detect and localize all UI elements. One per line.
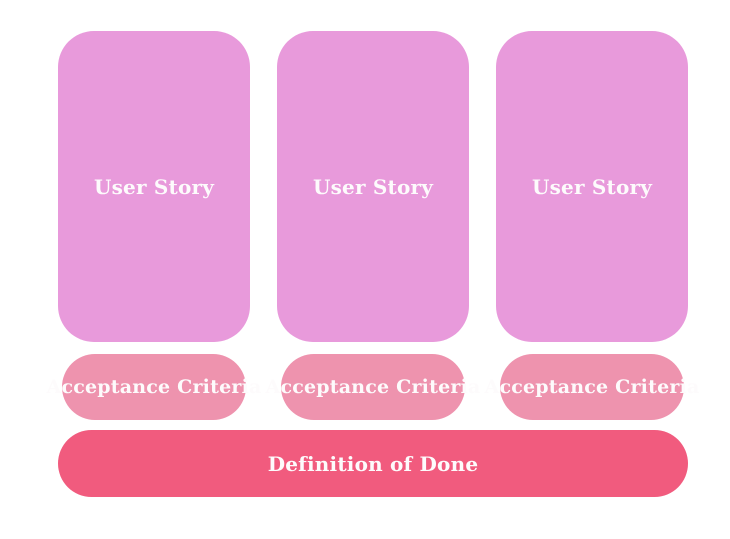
acceptance-criteria-pill: Acceptance Criteria	[47, 354, 261, 420]
acceptance-criteria-label: Acceptance Criteria	[484, 376, 700, 398]
user-story-card: User Story	[496, 31, 688, 342]
definition-of-done-label: Definition of Done	[267, 451, 479, 476]
user-story-card: User Story	[58, 31, 250, 342]
acceptance-criteria-pill: Acceptance Criteria	[266, 354, 480, 420]
story-column: User Story Acceptance Criteria	[266, 31, 480, 420]
story-column: User Story Acceptance Criteria	[47, 31, 261, 420]
definition-of-done-bar: Definition of Done	[58, 430, 688, 497]
user-story-label: User Story	[312, 174, 434, 199]
user-story-label: User Story	[93, 174, 215, 199]
acceptance-criteria-label: Acceptance Criteria	[265, 376, 481, 398]
user-story-label: User Story	[531, 174, 653, 199]
story-columns-row: User Story Acceptance Criteria User Stor…	[47, 31, 699, 420]
acceptance-criteria-label: Acceptance Criteria	[46, 376, 262, 398]
acceptance-criteria-pill: Acceptance Criteria	[485, 354, 699, 420]
story-column: User Story Acceptance Criteria	[485, 31, 699, 420]
user-story-card: User Story	[277, 31, 469, 342]
